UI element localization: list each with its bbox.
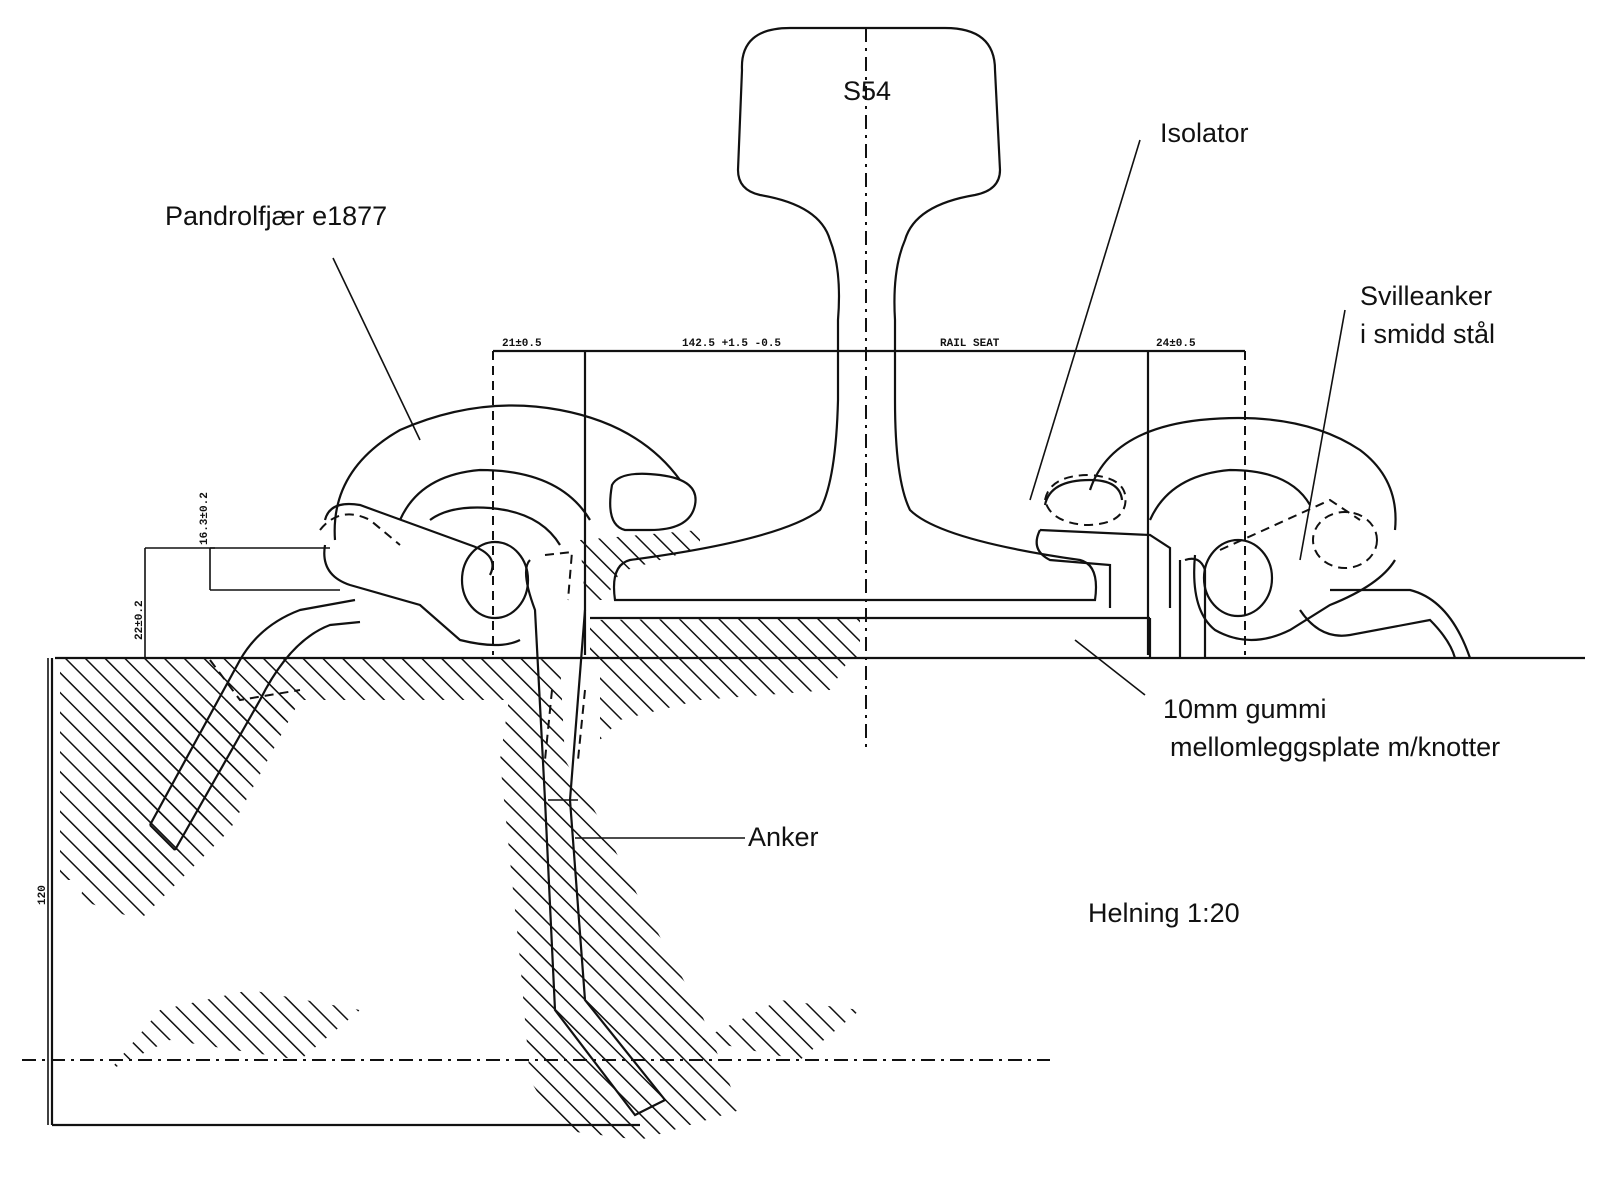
anchor xyxy=(524,550,667,1117)
label-isolator: Isolator xyxy=(1160,118,1249,148)
label-svilleanker-1: Svilleanker xyxy=(1360,281,1492,311)
label-gummi-2: mellomleggsplate m/knotter xyxy=(1170,732,1500,762)
right-pandrol-clip xyxy=(1035,416,1472,659)
label-pandrol: Pandrolfjær e1877 xyxy=(165,201,387,231)
label-rail: S54 xyxy=(843,76,891,106)
dim-height-mid: 22±0.2 xyxy=(134,600,146,640)
dim-right-seat: 24±0.5 xyxy=(1156,338,1196,350)
label-gummi-1: 10mm gummi xyxy=(1163,694,1327,724)
dimension-texts: 21±0.5 142.5 +1.5 -0.5 RAIL SEAT 24±0.5 … xyxy=(37,338,1196,905)
dimension-lines xyxy=(47,349,1246,1125)
dim-depth: 120 xyxy=(37,885,49,905)
label-svilleanker-2: i smidd stål xyxy=(1360,319,1495,349)
left-pandrol-clip xyxy=(149,404,697,851)
dim-height-top: 16.3±0.2 xyxy=(199,492,211,545)
dim-rail-seat-tol: 142.5 +1.5 -0.5 xyxy=(682,338,781,350)
sleeper-hatching xyxy=(60,530,860,1140)
labels: S54 Isolator Pandrolfjær e1877 Svilleank… xyxy=(165,76,1500,928)
dim-left-seat: 21±0.5 xyxy=(502,338,542,350)
leader-lines xyxy=(332,139,1346,839)
label-helning: Helning 1:20 xyxy=(1088,898,1240,928)
rail-pad xyxy=(590,616,1152,658)
rail-profile xyxy=(612,26,1098,602)
label-anker: Anker xyxy=(748,822,819,852)
sleeper-outline xyxy=(22,656,1585,1127)
dim-rail-seat: RAIL SEAT xyxy=(940,338,1000,350)
